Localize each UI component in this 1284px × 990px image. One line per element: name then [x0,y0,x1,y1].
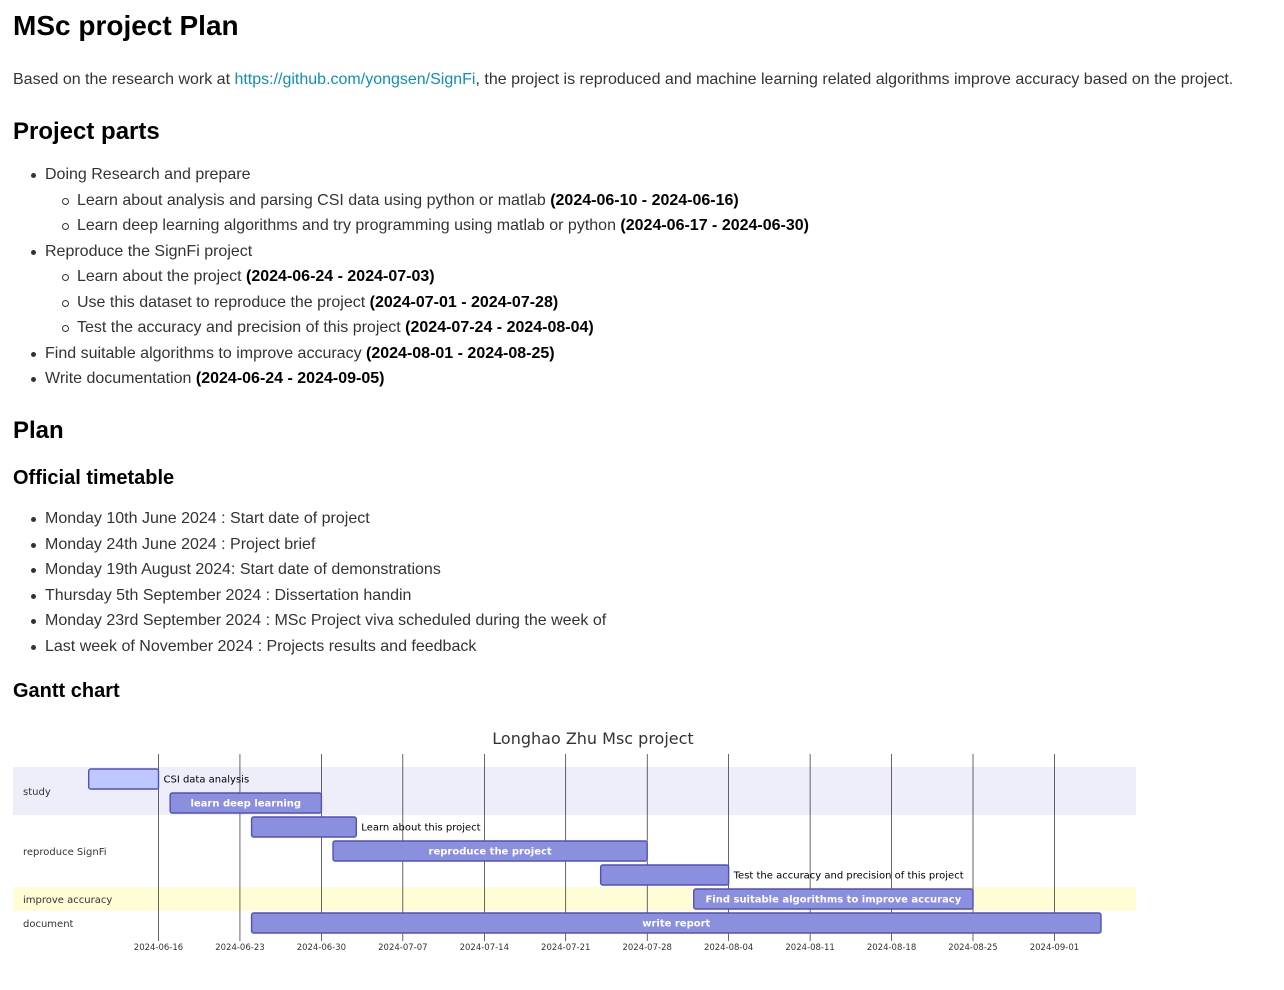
timetable-list: Monday 10th June 2024 : Start date of pr… [13,506,606,659]
project-part-text: Learn about the project [77,268,247,285]
x-tick-label: 2024-07-07 [378,943,427,953]
project-part-item: Reproduce the SignFi project [13,239,809,265]
timetable-item: Monday 10th June 2024 : Start date of pr… [13,506,606,532]
project-part-dates: (2024-06-10 - 2024-06-16) [550,191,739,209]
section-label: improve accuracy [23,895,112,906]
x-tick-label: 2024-07-21 [541,943,590,953]
gantt-task-label: Find suitable algorithms to improve accu… [705,895,961,906]
project-part-item: Test the accuracy and precision of this … [13,315,809,341]
project-part-text: Find suitable algorithms to improve accu… [45,344,367,362]
project-part-dates: (2024-07-01 - 2024-07-28) [369,293,559,311]
gantt-task-bar [87,768,160,790]
x-tick-label: 2024-08-25 [948,943,997,953]
project-part-text: Write documentation [45,370,196,387]
gantt-task-bar [332,840,648,862]
project-part-text: Use this dataset to reproduce the projec… [77,293,370,311]
project-part-dates: (2024-06-17 - 2024-06-30) [620,217,809,234]
gantt-chart: Longhao Zhu Msc project study reproduce Si… [13,729,1136,953]
timetable-item: Last week of November 2024 : Projects re… [13,634,606,660]
section-label: reproduce SignFi [23,847,107,858]
gantt-task-label: write report [642,919,710,930]
official-timetable-heading: Official timetable [13,467,175,489]
timetable-item: Monday 23rd September 2024 : MSc Project… [13,608,606,634]
project-part-dates: (2024-06-24 - 2024-09-05) [195,370,385,387]
project-part-item: Find suitable algorithms to improve accu… [13,341,809,367]
plan-heading: Plan [13,417,64,444]
x-tick-label: 2024-08-18 [867,943,916,953]
project-part-text: Learn deep learning algorithms and try p… [77,217,621,234]
project-part-item: Doing Research and prepare [13,162,809,188]
gantt-task-label: Learn about this project [361,823,480,834]
project-part-item: Learn deep learning algorithms and try p… [13,213,809,239]
project-parts-heading: Project parts [13,118,160,145]
gantt-chart-heading: Gantt chart [13,680,120,702]
gantt-task-label: CSI data analysis [164,775,250,786]
signfi-link[interactable]: https://github.com/yongsen/SignFi [234,71,476,88]
gantt-task-label: Test the accuracy and precision of this … [733,871,964,882]
x-tick-label: 2024-06-16 [134,943,183,953]
gantt-task-label: reproduce the project [429,847,552,858]
x-tick-label: 2024-07-28 [622,943,671,953]
project-part-text: Test the accuracy and precision of this … [77,319,406,336]
section-label: document [23,919,74,930]
project-part-dates: (2024-08-01 - 2024-08-25) [366,344,555,362]
page-title: MSc project Plan [13,10,239,41]
x-tick-label: 2024-09-01 [1030,943,1079,953]
gantt-task-bar [599,864,730,886]
timetable-item: Monday 19th August 2024: Start date of d… [13,557,606,583]
project-part-item: Learn about the project (2024-06-24 - 20… [13,264,809,290]
section-label: study [23,787,51,798]
gantt-task-bar [169,792,323,814]
gantt-task-bar [250,912,1102,934]
x-tick-label: 2024-06-23 [215,943,264,953]
intro-text-after: , the project is reproduced and machine … [475,71,1234,88]
gantt-task-bar [693,888,974,910]
project-part-item: Use this dataset to reproduce the projec… [13,290,809,316]
gantt-task-label: learn deep learning [190,799,301,810]
chart-title: Longhao Zhu Msc project [492,729,693,748]
project-part-text: Doing Research and prepare [45,166,251,183]
project-part-text: Learn about analysis and parsing CSI dat… [77,191,551,209]
x-tick-label: 2024-07-14 [460,943,509,953]
x-tick-label: 2024-08-11 [785,943,834,953]
timetable-item: Monday 24th June 2024 : Project brief [13,532,606,558]
gantt-task-bar [250,816,358,838]
project-part-item: Write documentation (2024-06-24 - 2024-0… [13,366,809,392]
project-part-dates: (2024-07-24 - 2024-08-04) [405,319,594,336]
timetable-item: Thursday 5th September 2024 : Dissertati… [13,583,606,609]
x-tick-label: 2024-08-04 [704,943,753,953]
intro-paragraph: Based on the research work at https://gi… [13,70,1233,90]
x-tick-label: 2024-06-30 [297,943,346,953]
project-part-text: Reproduce the SignFi project [45,242,253,260]
project-part-dates: (2024-06-24 - 2024-07-03) [246,268,435,285]
project-part-item: Learn about analysis and parsing CSI dat… [13,188,809,214]
intro-text-before: Based on the research work at [13,71,235,88]
